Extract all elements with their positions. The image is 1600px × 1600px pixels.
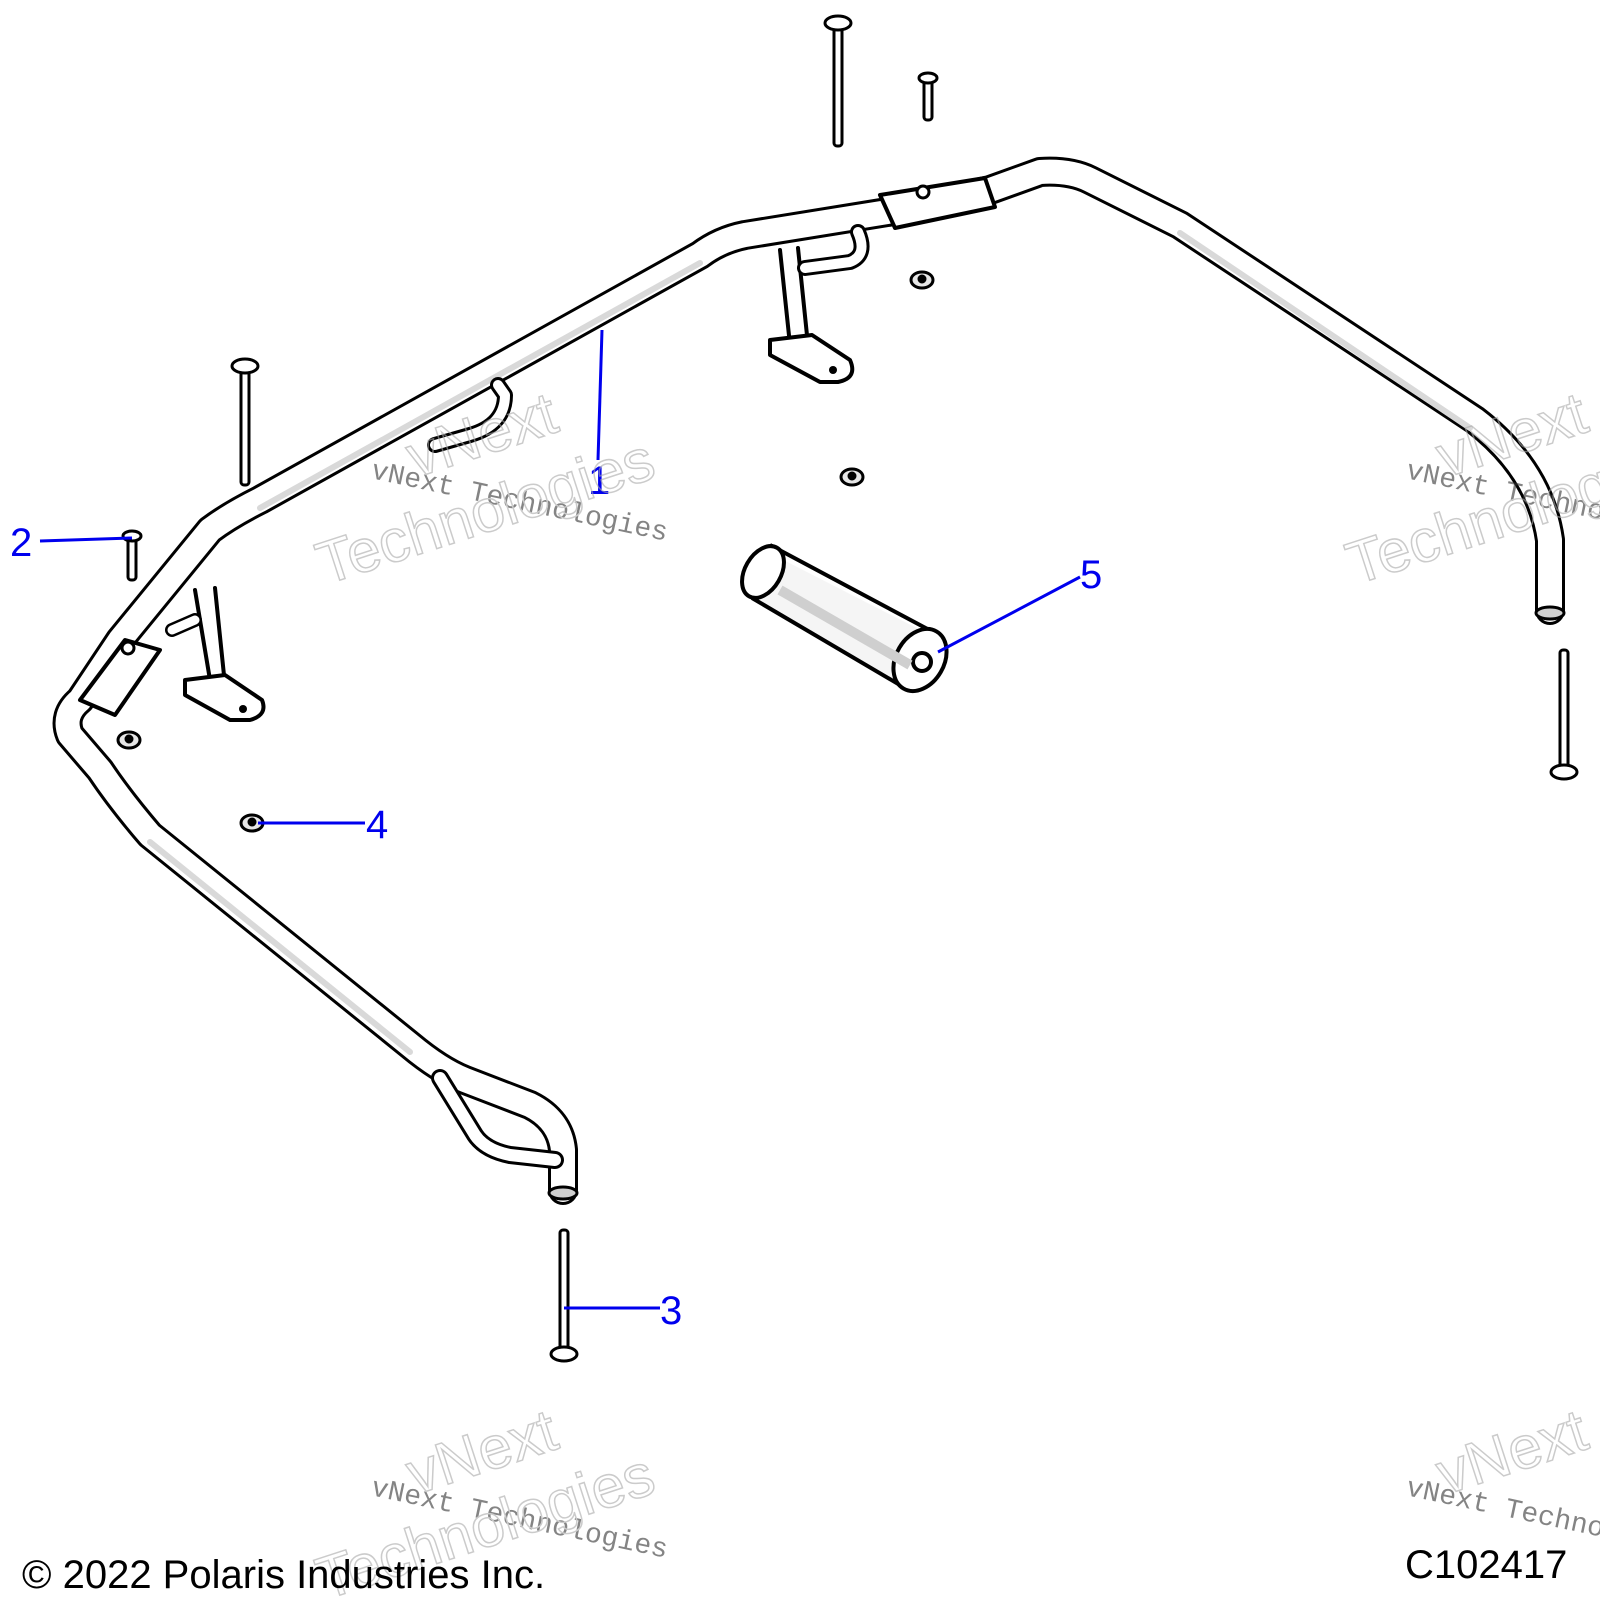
left-mount-plate xyxy=(183,673,266,722)
roller-end-back xyxy=(740,544,786,600)
bolt-top-left xyxy=(230,357,260,487)
watermark-group-lower-right: vNext Technologies vNext xyxy=(1403,1395,1600,1566)
callout-numbers: 1 2 3 4 5 xyxy=(10,459,1102,1333)
callout-leaders xyxy=(39,329,1081,1310)
roller-pad xyxy=(740,543,949,693)
callout-2: 2 xyxy=(10,521,32,565)
nuts xyxy=(116,270,935,833)
rail-tube-fill xyxy=(55,159,1562,1202)
leader-2 xyxy=(39,536,133,543)
callout-4: 4 xyxy=(366,803,388,847)
callout-3: 3 xyxy=(660,1289,682,1333)
nut-2 xyxy=(116,730,142,750)
roller-hole xyxy=(911,651,933,673)
nut-4 xyxy=(839,467,865,487)
watermark-group-upper-left: vNext Technologies vNext Technologies xyxy=(308,378,671,598)
bolt-right xyxy=(1549,648,1579,781)
callout-1: 1 xyxy=(588,459,610,503)
right-mount-plate xyxy=(768,333,855,384)
bolts xyxy=(230,14,1579,1363)
leader-5 xyxy=(937,575,1081,654)
rail-end-cap-left xyxy=(547,1185,579,1201)
rail-end-cap-right xyxy=(1534,605,1566,621)
callout-5: 5 xyxy=(1080,553,1102,597)
bolt-bottom xyxy=(549,1228,579,1363)
watermark-big-vnext: vNext xyxy=(1428,1396,1595,1507)
left-upright xyxy=(193,586,227,687)
rail-assembly xyxy=(52,156,1566,1205)
leader-1 xyxy=(596,329,604,461)
copyright-text: © 2022 Polaris Industries Inc. xyxy=(22,1553,545,1597)
nut-3 xyxy=(909,270,935,290)
left-sleeve xyxy=(78,638,162,717)
figure-code: C102417 xyxy=(1405,1543,1567,1587)
top-sleeve xyxy=(878,176,997,230)
short-bolt-top xyxy=(917,71,939,122)
rail-tube-shade xyxy=(147,230,1473,1055)
bolt-top-center xyxy=(823,14,853,148)
